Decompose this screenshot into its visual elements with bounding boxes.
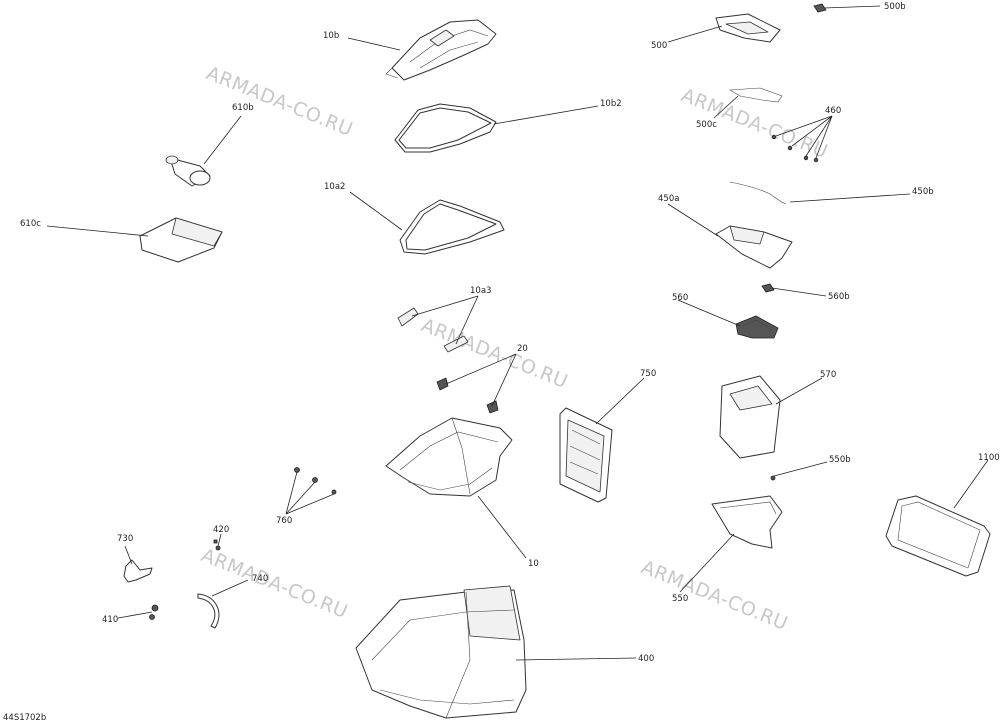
callout-450a: 450a xyxy=(658,194,679,204)
callout-labels: 10b 10b2 10a2 610b 610c 10a3 20 10 760 4… xyxy=(20,2,1000,664)
part-500b-screw xyxy=(813,3,827,13)
callout-10b2: 10b2 xyxy=(600,99,622,109)
watermark: ARMADA-CO.RU xyxy=(198,544,351,623)
part-10a2-seal xyxy=(399,199,505,255)
part-610b-cup xyxy=(165,155,211,187)
watermark: ARMADA-CO.RU xyxy=(638,556,791,635)
part-450a-bracket xyxy=(715,225,793,269)
part-570-box xyxy=(719,375,781,459)
part-450b-wire xyxy=(729,181,787,205)
part-500-part xyxy=(715,13,781,43)
callout-500c: 500c xyxy=(696,120,717,130)
callout-610c: 610c xyxy=(20,219,41,229)
callout-460: 460 xyxy=(825,106,841,116)
part-10-housing xyxy=(385,417,513,497)
callout-570: 570 xyxy=(820,370,836,380)
part-20-fasteners xyxy=(436,377,499,414)
leader-lines xyxy=(46,5,989,661)
part-410-hardware xyxy=(149,604,159,620)
callout-20: 20 xyxy=(517,344,528,354)
part-550b-screw xyxy=(770,475,776,481)
callout-10a2: 10a2 xyxy=(324,182,345,192)
part-560b-clip xyxy=(761,283,775,293)
callout-420: 420 xyxy=(213,525,229,535)
callout-560b: 560b xyxy=(828,292,850,302)
part-460-pins xyxy=(771,134,819,163)
callout-500: 500 xyxy=(651,41,667,51)
callout-550b: 550b xyxy=(829,455,851,465)
part-400-lower-housing xyxy=(355,585,527,719)
callout-730: 730 xyxy=(117,534,133,544)
part-550-tray xyxy=(711,495,783,549)
watermark: ARMADA-CO.RU xyxy=(203,62,356,141)
callout-610b: 610b xyxy=(232,103,254,113)
callout-10b: 10b xyxy=(323,31,339,41)
part-610c-pad xyxy=(139,217,223,263)
callout-1100: 1100 xyxy=(978,453,1000,463)
callout-410: 410 xyxy=(102,615,118,625)
part-740-hose xyxy=(197,593,220,629)
part-10b-cover xyxy=(385,19,497,81)
part-750-filter xyxy=(559,407,613,503)
diagram-part-number: 44S1702b xyxy=(3,713,46,723)
part-10b2-seal xyxy=(394,103,497,153)
part-760-screws xyxy=(294,467,337,495)
callout-450b: 450b xyxy=(912,187,934,197)
callout-760: 760 xyxy=(276,516,292,526)
callout-550: 550 xyxy=(672,594,688,604)
part-500c-seal xyxy=(729,87,783,103)
part-1100-panel xyxy=(885,495,991,577)
callout-740: 740 xyxy=(252,574,268,584)
part-730-bracket xyxy=(123,559,153,583)
callout-560: 560 xyxy=(672,293,688,303)
callout-10: 10 xyxy=(528,559,539,569)
callout-750: 750 xyxy=(640,369,656,379)
callout-400: 400 xyxy=(638,654,654,664)
watermarks: ARMADA-CO.RU ARMADA-CO.RU ARMADA-CO.RU A… xyxy=(198,62,831,635)
part-560-gasket xyxy=(735,315,779,339)
callout-10a3: 10a3 xyxy=(470,286,491,296)
callout-500b: 500b xyxy=(884,2,906,12)
